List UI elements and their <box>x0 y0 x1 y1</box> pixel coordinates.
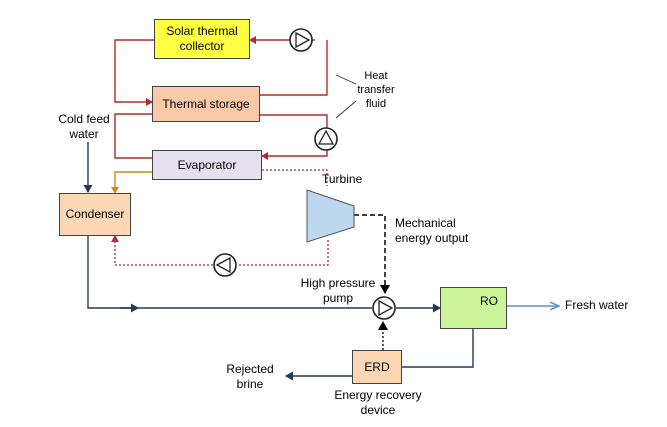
heat-transfer-fluid-label: Heat transfer fluid <box>357 70 395 110</box>
high-pressure-pump-label: High pressure pump <box>300 276 376 305</box>
turbine-icon <box>306 189 355 243</box>
evaporator: Evaporator <box>152 150 262 180</box>
thermal-storage-label: Thermal storage <box>162 96 250 111</box>
high-pressure-pump-icon <box>372 296 396 320</box>
condenser: Condenser <box>59 193 131 236</box>
mechanical-energy-output-label: Mechanical energy output <box>395 216 469 245</box>
pump-icon <box>289 28 313 52</box>
fresh-water-label: Fresh water <box>565 298 629 312</box>
working-fluid-loop <box>111 169 329 266</box>
ro-label: RO <box>480 294 498 308</box>
cold-feed-water-label: Cold feed water <box>58 112 110 141</box>
storage-loop <box>114 113 328 160</box>
pump-icon <box>213 253 237 277</box>
rejected-brine-label: Rejected brine <box>226 362 274 391</box>
turbine-label: Turbine <box>322 172 363 186</box>
steam-line <box>111 171 152 194</box>
thermal-storage: Thermal storage <box>152 86 260 122</box>
energy-recovery-device-label: Energy recovery device <box>334 388 422 417</box>
mechanical-energy-line <box>354 214 390 294</box>
ro-unit: RO <box>440 287 507 329</box>
erd-label: ERD <box>364 359 390 374</box>
water-line <box>87 236 474 381</box>
htf-pointer-lines <box>335 74 357 119</box>
solar-thermal-collector: Solar thermal collector <box>154 19 250 59</box>
condenser-label: Condenser <box>65 207 125 221</box>
evaporator-label: Evaporator <box>177 157 237 172</box>
pump-icon <box>314 127 338 151</box>
solar-thermal-collector-label: Solar thermal collector <box>166 24 238 53</box>
erd-unit: ERD <box>352 350 402 384</box>
